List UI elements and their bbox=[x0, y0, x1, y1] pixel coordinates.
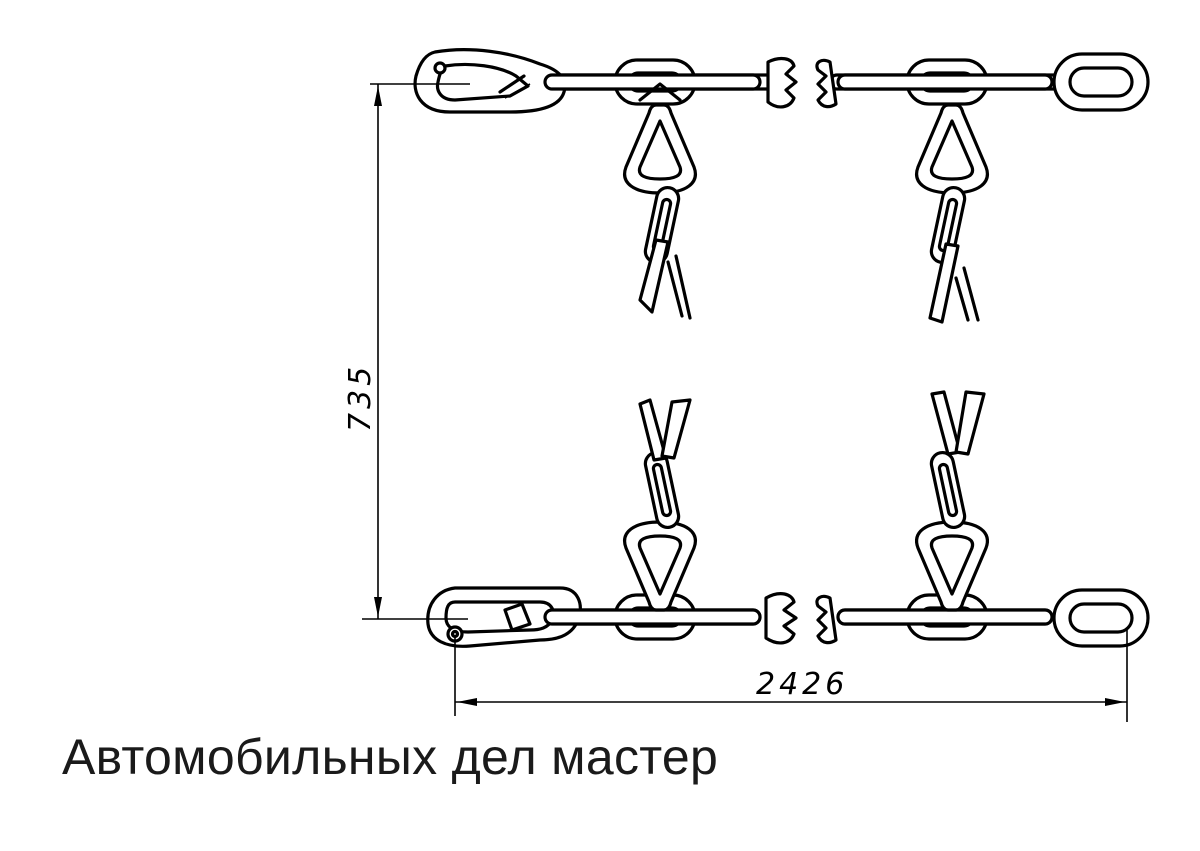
top-hook bbox=[413, 48, 567, 114]
top-right-cross-chain bbox=[915, 103, 989, 324]
top-left-cross-chain bbox=[623, 82, 697, 320]
top-side-chain bbox=[413, 48, 1150, 114]
bottom-left-cross-chain bbox=[623, 398, 697, 612]
width-dimension-label: 2426 bbox=[756, 667, 848, 702]
bottom-side-chain bbox=[426, 586, 1150, 648]
height-dimension-label: 735 bbox=[343, 363, 378, 432]
bottom-hook bbox=[426, 586, 582, 648]
bottom-right-cross-chain bbox=[915, 390, 989, 612]
height-dimension: 735 bbox=[343, 83, 470, 620]
width-dimension: 2426 bbox=[454, 630, 1128, 722]
caption-text: Автомобильных дел мастер bbox=[62, 729, 719, 785]
